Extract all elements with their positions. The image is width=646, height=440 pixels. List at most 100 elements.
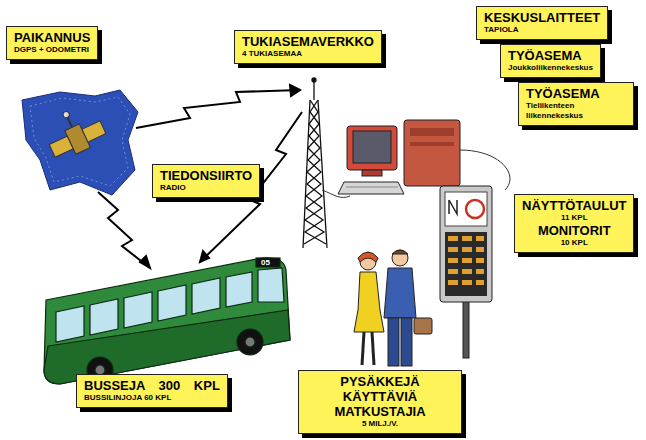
central-box: KESKUSLAITTEETTAPIOLA <box>476 6 608 40</box>
display-board-part-part <box>462 280 472 285</box>
radio-link-part <box>136 90 300 128</box>
bus-part-part <box>158 285 186 321</box>
box-heading: KESKUSLAITTEET <box>484 10 600 25</box>
box-detail: TAPIOLA <box>484 25 600 35</box>
passengers-part <box>392 250 408 266</box>
cable-part <box>460 150 510 190</box>
box-heading: BUSSEJA 300 KPL <box>84 378 220 393</box>
satellite-part-part <box>62 111 70 119</box>
radio-link <box>98 85 302 268</box>
radio-link-part <box>140 256 150 268</box>
route-number: 05 <box>261 258 270 267</box>
computer <box>338 120 460 194</box>
computer-part <box>410 142 454 146</box>
bus-part <box>256 258 280 267</box>
satellite-part-part <box>65 124 90 154</box>
bus-part-part <box>90 299 118 335</box>
display-board-part <box>463 300 469 358</box>
display-board-part-part <box>462 236 472 241</box>
bus <box>44 258 290 384</box>
passengers <box>354 250 432 366</box>
passengers-part <box>354 272 384 332</box>
passengers-part <box>372 332 374 365</box>
display-board-part-part <box>448 280 458 285</box>
computer-part <box>347 126 397 170</box>
display-board-part <box>445 192 487 226</box>
computer-part <box>353 131 391 163</box>
box-detail: BUSSILINJOJA 60 KPL <box>84 393 220 403</box>
box-detail: 10 KPL <box>522 238 626 248</box>
bus-part <box>237 329 263 355</box>
box-heading: TUKIASEMAVERKKO <box>242 34 374 49</box>
satellite-part <box>40 100 109 163</box>
transmission-box: TIEDONSIIRTORADIO <box>152 164 260 198</box>
box-heading: NÄYTTÖTAULUT <box>522 198 626 213</box>
display-board-part-part <box>448 236 458 241</box>
passengers-part <box>392 250 408 254</box>
display-box: NÄYTTÖTAULUT11 KPLMONITORIT10 KPL <box>514 194 634 253</box>
computer-part <box>338 182 404 194</box>
radio-link-part <box>200 251 209 262</box>
display-board-part-part <box>462 258 472 263</box>
box-detail: 11 KPL <box>522 213 626 223</box>
passengers-part <box>362 332 364 365</box>
display-board-part-part <box>462 247 472 252</box>
display-board-part-part <box>462 269 472 274</box>
display-board-part <box>466 200 484 218</box>
box-heading: PYSÄKKEJÄ KÄYTTÄVIÄ MATKUSTAJIA <box>306 374 454 419</box>
display-board-part <box>445 232 487 296</box>
display-board-part-part <box>448 258 458 263</box>
display-board-part <box>449 200 457 214</box>
display-board-part <box>448 236 484 285</box>
positioning-box: PAIKANNUSDGPS + ODOMETRI <box>6 26 98 60</box>
box-heading: TYÖASEMA <box>508 48 593 63</box>
radio-tower-part <box>312 78 316 82</box>
bus-part-part <box>56 306 84 342</box>
workstation-box: TYÖASEMAJoukkoliikennekeskus <box>500 44 601 78</box>
box-detail: Tieliikenteen liikennekeskus <box>526 101 626 121</box>
box-detail: RADIO <box>160 183 252 193</box>
display-board-part-part <box>448 247 458 252</box>
radio-tower <box>303 78 327 248</box>
computer-part <box>404 120 460 186</box>
computer-part <box>346 187 398 188</box>
display-board-part-part <box>476 269 484 274</box>
bus-part-part <box>124 292 152 328</box>
computer-part <box>410 128 454 136</box>
display-board-part-part <box>476 280 484 285</box>
passengers-part <box>401 318 412 366</box>
radio-tower-part <box>313 80 314 100</box>
display-board-part-part <box>448 269 458 274</box>
bus-part <box>44 258 290 384</box>
radio-tower-part <box>305 100 326 244</box>
display-board-part-part <box>476 258 484 263</box>
passengers-part <box>358 252 378 262</box>
box-detail: 4 TUKIASEMAA <box>242 49 374 59</box>
box-detail: Joukkoliikennekeskus <box>508 63 593 73</box>
bus-part-part <box>258 268 284 302</box>
workstation-box: TYÖASEMATieliikenteen liikennekeskus <box>518 82 634 126</box>
satellite <box>22 90 138 195</box>
passengers-part <box>414 318 432 334</box>
box-detail: MONITORIT <box>522 223 626 238</box>
box-heading: PAIKANNUS <box>14 30 90 45</box>
box-detail: DGPS + ODOMETRI <box>14 45 90 55</box>
passengers-part <box>388 318 399 366</box>
passenger-box: PYSÄKKEJÄ KÄYTTÄVIÄ MATKUSTAJIA5 MILJ./V… <box>298 370 462 434</box>
computer-part <box>362 170 382 176</box>
display-board-part <box>440 186 492 302</box>
bus-part-part <box>192 278 220 314</box>
passengers-part <box>384 268 416 318</box>
satellite-part-part <box>67 116 72 127</box>
satellite-part <box>22 90 138 195</box>
box-heading: TIEDONSIIRTO <box>160 168 252 183</box>
bus-part-part <box>226 272 252 307</box>
display-board-part-part <box>476 236 484 241</box>
box-detail: 5 MILJ./V. <box>306 419 454 429</box>
display-board-part-part <box>476 247 484 252</box>
radio-link-part <box>98 192 150 268</box>
radio-link-part <box>290 85 300 96</box>
satellite-part <box>30 97 130 186</box>
bus-part <box>245 337 255 347</box>
network-box: TUKIASEMAVERKKO4 TUKIASEMAA <box>234 30 382 64</box>
